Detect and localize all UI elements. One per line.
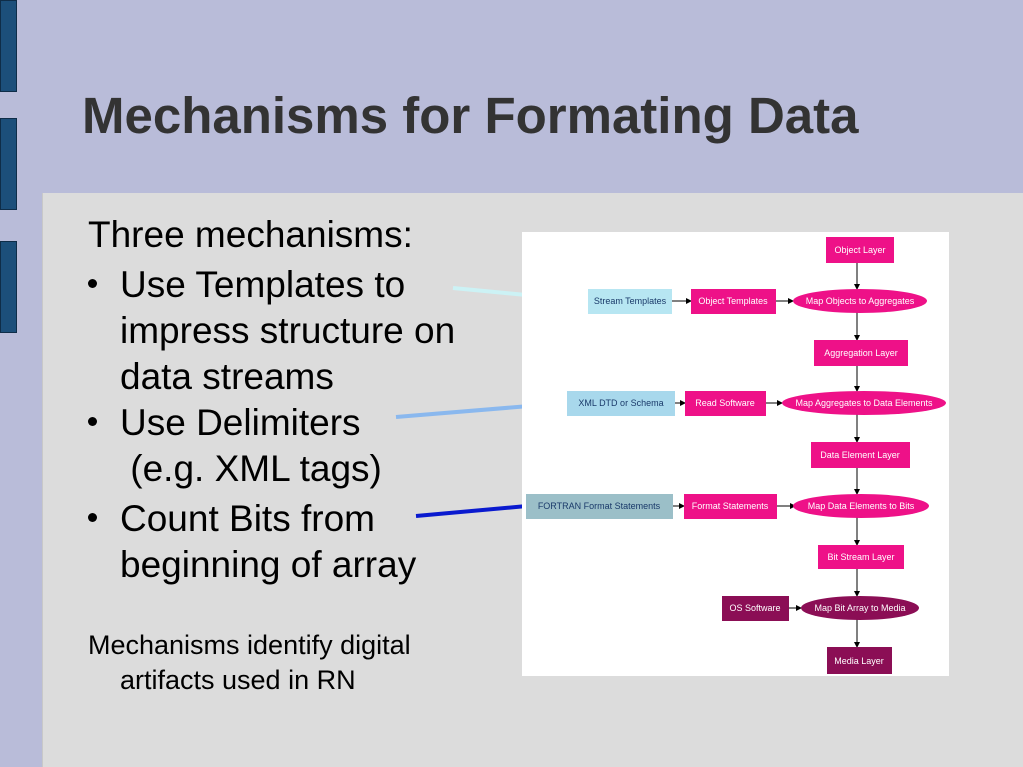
mapping-ellipse xyxy=(801,596,919,620)
bullet-line: Use Templates to xyxy=(120,264,406,305)
footnote-line: Mechanisms identify digital xyxy=(88,630,411,660)
source-label: XML DTD or Schema xyxy=(578,398,663,408)
mapping-label: Map Data Elements to Bits xyxy=(808,501,915,511)
mapping-label: Map Aggregates to Data Elements xyxy=(795,398,933,408)
connector-count-bits xyxy=(415,504,528,518)
bullet-line: beginning of array xyxy=(120,544,417,585)
source-label: FORTRAN Format Statements xyxy=(538,501,661,511)
bullet-dot-icon xyxy=(88,279,97,288)
layer-diagram-svg: Object Layer Aggregation Layer Data Elem… xyxy=(526,237,946,674)
layer-label: Bit Stream Layer xyxy=(827,552,894,562)
source-box-xml xyxy=(567,391,675,416)
mapping-ellipse xyxy=(793,289,927,313)
side-tab xyxy=(0,118,17,210)
mechanism-label: Format Statements xyxy=(692,501,769,511)
bullet-dot-icon xyxy=(88,417,97,426)
mechanism-box xyxy=(685,391,766,416)
bullet-list: Use Templates to impress structure on da… xyxy=(88,262,455,588)
mapping-label: Map Bit Array to Media xyxy=(814,603,905,613)
source-boxes: Stream Templates XML DTD or Schema FORTR… xyxy=(526,289,675,519)
slide-title: Mechanisms for Formating Data xyxy=(82,87,859,144)
mechanism-box xyxy=(691,289,776,314)
layer-box-media xyxy=(827,647,892,674)
layer-box-aggregation xyxy=(814,340,908,366)
source-box-fortran xyxy=(526,494,673,519)
side-tab xyxy=(0,241,17,333)
layer-label: Data Element Layer xyxy=(820,450,900,460)
layer-diagram: Object Layer Aggregation Layer Data Elem… xyxy=(522,232,949,676)
layer-label: Aggregation Layer xyxy=(824,348,898,358)
source-box-stream-templates xyxy=(588,289,672,314)
mechanism-box xyxy=(722,596,789,621)
bullet-line: Use Delimiters xyxy=(120,402,361,443)
bullet-line: impress structure on xyxy=(120,310,456,351)
layer-box-bit-stream xyxy=(818,545,904,569)
intro-text: Three mechanisms: xyxy=(88,214,413,255)
bullet-line: data streams xyxy=(120,356,334,397)
bullet-item: Use Templates to impress structure on da… xyxy=(88,262,455,400)
footnote-line: artifacts used in RN xyxy=(120,665,356,695)
mapping-label: Map Objects to Aggregates xyxy=(806,296,915,306)
footnote-text: Mechanisms identify digital artifacts us… xyxy=(88,628,411,698)
mechanism-box xyxy=(684,494,777,519)
bullet-item: Use Delimiters (e.g. XML tags) xyxy=(88,400,455,492)
mapping-ellipses: Map Objects to Aggregates Map Aggregates… xyxy=(782,289,946,620)
mechanism-label: Object Templates xyxy=(698,296,768,306)
layer-label: Media Layer xyxy=(834,656,884,666)
layer-label: Object Layer xyxy=(834,245,885,255)
side-tab xyxy=(0,0,17,92)
bullet-line: Count Bits from xyxy=(120,498,375,539)
bullet-line: (e.g. XML tags) xyxy=(120,448,382,489)
layer-boxes: Object Layer Aggregation Layer Data Elem… xyxy=(811,237,910,674)
bullet-dot-icon xyxy=(88,513,97,522)
mechanism-label: Read Software xyxy=(695,398,755,408)
mapping-ellipse xyxy=(782,391,946,415)
layer-box-object xyxy=(826,237,894,263)
mechanism-boxes: Object Templates Read Software Format St… xyxy=(684,289,789,621)
mechanism-label: OS Software xyxy=(729,603,780,613)
layer-box-data-element xyxy=(811,442,910,468)
source-label: Stream Templates xyxy=(594,296,667,306)
mapping-ellipse xyxy=(793,494,929,518)
bullet-item: Count Bits from beginning of array xyxy=(88,496,455,588)
